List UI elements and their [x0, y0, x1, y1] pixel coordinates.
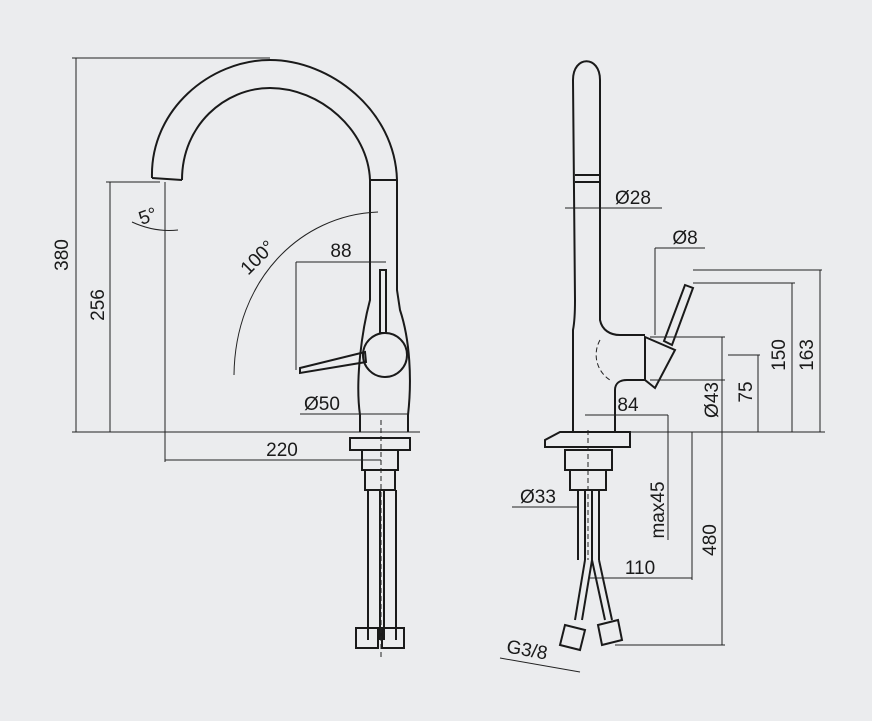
dim-diam-8: Ø8 — [672, 228, 697, 249]
dim-256: 256 — [88, 289, 109, 321]
front-view-dimensions — [72, 57, 420, 462]
dim-480: 480 — [700, 524, 721, 556]
dim-5-deg: 5° — [136, 204, 160, 230]
dim-max45: max45 — [648, 481, 669, 538]
dim-150: 150 — [769, 339, 790, 371]
side-view-faucet — [544, 60, 695, 652]
side-view-dimensions — [499, 207, 825, 673]
dim-163: 163 — [797, 339, 818, 371]
dim-diam-33: Ø33 — [520, 487, 556, 508]
dim-380: 380 — [52, 239, 73, 271]
dim-110: 110 — [625, 558, 655, 579]
dim-100-deg: 100° — [237, 237, 280, 280]
dim-84: 84 — [617, 395, 639, 416]
dim-220: 220 — [266, 440, 298, 461]
front-view-faucet — [150, 58, 411, 660]
dim-88: 88 — [330, 241, 351, 262]
dim-diam-50: Ø50 — [304, 394, 340, 415]
dim-diam-28: Ø28 — [615, 188, 651, 209]
dim-diam-43: Ø43 — [702, 382, 723, 418]
dim-75: 75 — [736, 381, 757, 402]
